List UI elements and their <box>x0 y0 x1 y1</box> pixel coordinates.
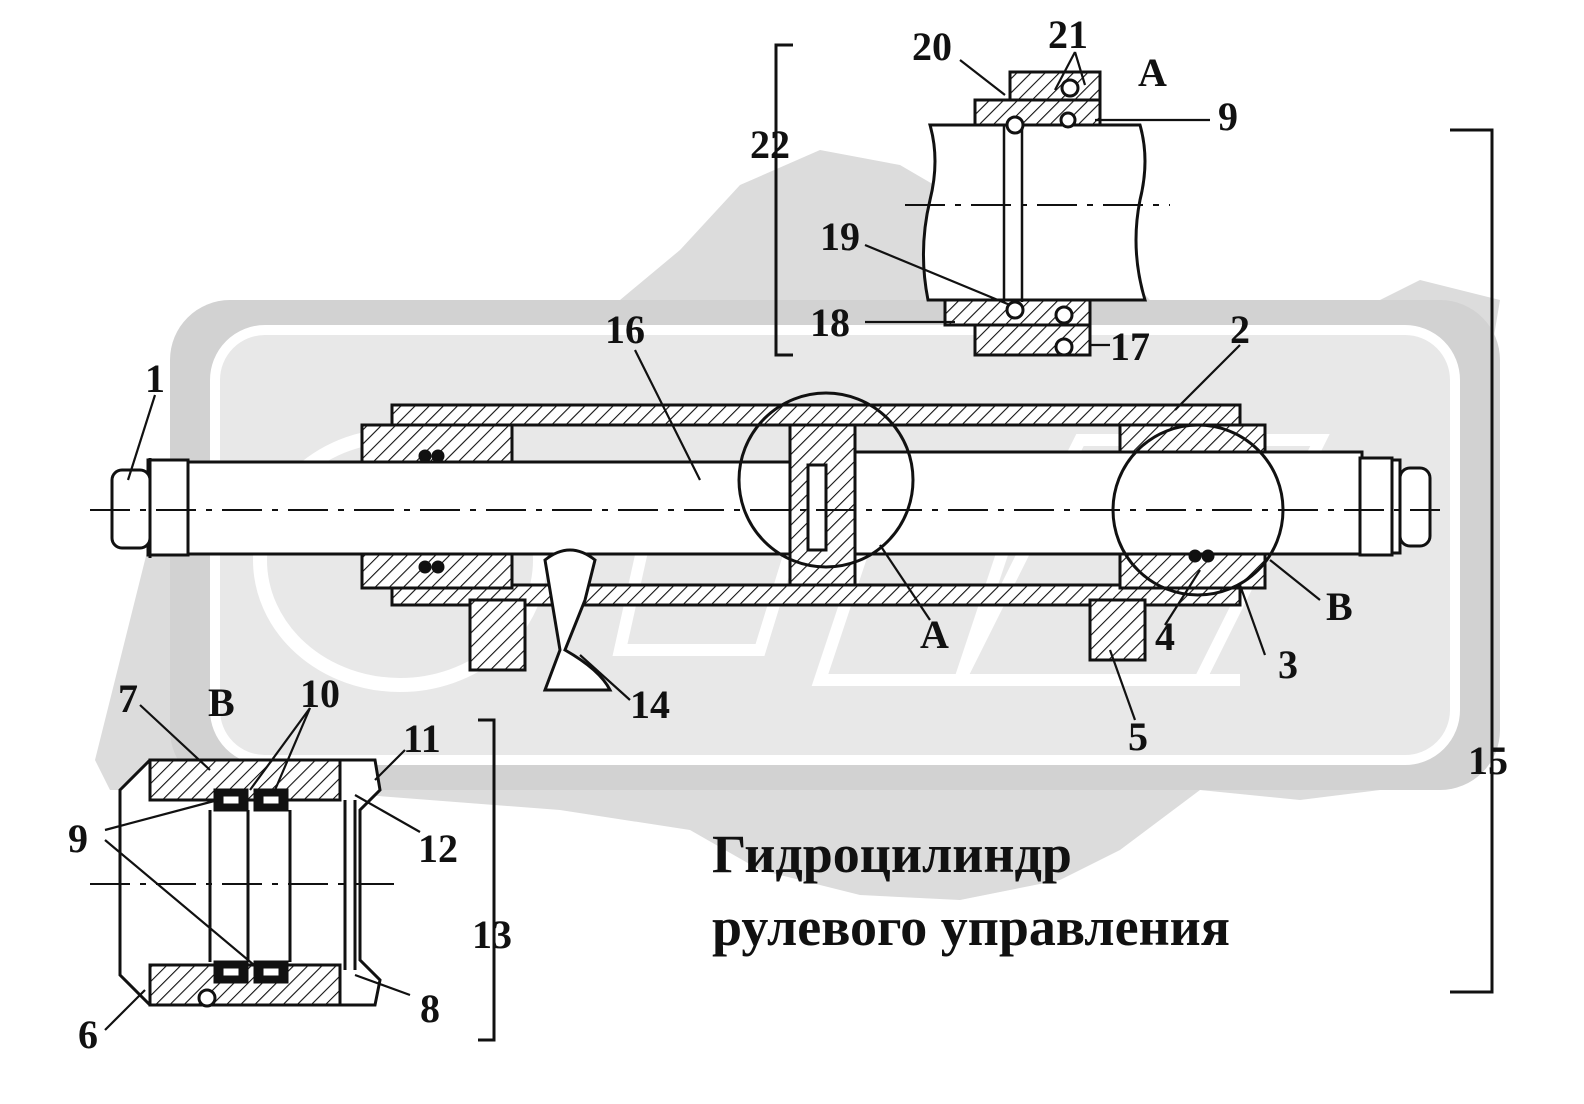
callout-9-left: 9 <box>68 816 88 861</box>
detail-label-b-main: B <box>1326 584 1353 629</box>
callout-13: 13 <box>472 912 512 957</box>
detail-label-a-top: A <box>1138 50 1167 95</box>
callout-19: 19 <box>820 214 860 259</box>
callout-7: 7 <box>118 676 138 721</box>
title-line-2: рулевого управления <box>712 897 1230 957</box>
leader-lines <box>104 51 1321 1031</box>
callout-5: 5 <box>1128 714 1148 759</box>
bracket-15 <box>1450 128 1494 994</box>
callout-4: 4 <box>1155 614 1175 659</box>
callouts: 1 2 3 4 5 6 7 8 9 9 10 11 12 13 14 15 16… <box>68 12 1508 1057</box>
callout-10: 10 <box>300 671 340 716</box>
callout-12: 12 <box>418 826 458 871</box>
callout-22: 22 <box>750 122 790 167</box>
callout-2: 2 <box>1230 307 1250 352</box>
callout-8: 8 <box>420 986 440 1031</box>
callout-9-top: 9 <box>1218 94 1238 139</box>
callout-3: 3 <box>1278 642 1298 687</box>
callout-6: 6 <box>78 1012 98 1057</box>
callout-20: 20 <box>912 24 952 69</box>
callout-14: 14 <box>630 682 670 727</box>
detail-a <box>774 43 1170 357</box>
callout-1: 1 <box>145 356 165 401</box>
callout-18: 18 <box>810 300 850 345</box>
callout-16: 16 <box>605 307 645 352</box>
callout-17: 17 <box>1110 324 1150 369</box>
title-line-1: Гидроцилиндр <box>712 824 1072 884</box>
detail-label-b-detail: B <box>208 680 235 725</box>
callout-21: 21 <box>1048 12 1088 57</box>
diagram-title: Гидроцилиндр рулевого управления <box>712 824 1230 957</box>
callout-11: 11 <box>403 716 441 761</box>
callout-15: 15 <box>1468 738 1508 783</box>
main-cylinder <box>90 391 1440 692</box>
detail-label-a-main: A <box>920 612 949 657</box>
